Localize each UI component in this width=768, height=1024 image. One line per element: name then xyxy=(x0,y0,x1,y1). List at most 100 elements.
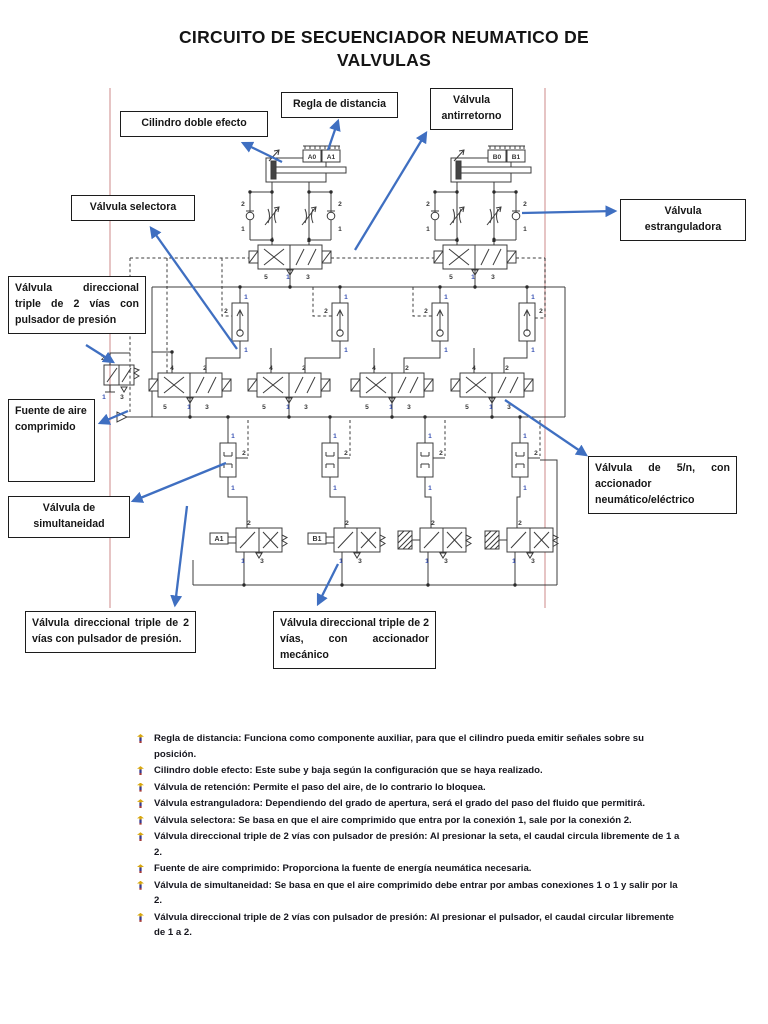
list-item: Regla de distancia: Funciona como compon… xyxy=(136,731,683,762)
bullet-icon xyxy=(137,734,144,743)
callout-arrows xyxy=(85,118,618,608)
port-label: 1 xyxy=(428,433,432,440)
arrow-to-5n xyxy=(504,399,588,457)
note-text: Válvula de simultaneidad: Se basa en que… xyxy=(154,879,678,907)
shuttle-valve xyxy=(431,302,449,342)
circuit-lines-and-valves xyxy=(227,417,540,528)
bullet-icon xyxy=(137,815,144,825)
arrow-to-cilindro xyxy=(240,141,283,164)
port-label: 1 xyxy=(333,485,337,492)
circuit-lines-shuttles xyxy=(205,287,528,373)
port-label: 4 xyxy=(472,365,476,372)
port-label: 5 xyxy=(465,404,469,411)
pilot-lines xyxy=(129,257,546,456)
port-label: 3 xyxy=(306,274,310,281)
port-label: 1 xyxy=(338,226,342,233)
callout-regla-de-distancia: Regla de distancia xyxy=(281,92,398,118)
port-label: 1 xyxy=(231,433,235,440)
port-label: 1 xyxy=(444,347,448,354)
port-label: 1 xyxy=(187,404,191,411)
ruler-label: B1 xyxy=(512,154,521,161)
arrow-to-fuente xyxy=(97,409,129,425)
port-label: 2 xyxy=(431,520,435,527)
port-label: 1 xyxy=(244,347,248,354)
list-item: Válvula de simultaneidad: Se basa en que… xyxy=(136,878,683,909)
arrow-from-direccional xyxy=(85,344,116,364)
port-label: 1 xyxy=(523,485,527,492)
signal-tag-label: B1 xyxy=(313,536,322,543)
shuttle-valve xyxy=(231,302,249,342)
port-label: 2 xyxy=(523,201,527,208)
list-item: Cilindro doble efecto: Este sube y baja … xyxy=(136,763,683,779)
valve-5-2-a xyxy=(248,244,332,276)
arrow-to-simultaneidad xyxy=(130,461,227,503)
port-label: 1 xyxy=(286,274,290,281)
valve-5-2-mid xyxy=(450,372,534,404)
port-label: 2 xyxy=(344,450,348,457)
port-label: 1 xyxy=(102,394,106,401)
port-label: 1 xyxy=(444,294,448,301)
port-label: 1 xyxy=(489,404,493,411)
arrow-to-estranguladora xyxy=(521,205,618,218)
bullet-icon xyxy=(137,912,144,922)
port-label: 2 xyxy=(534,450,538,457)
valve-5-2-mid xyxy=(148,372,232,404)
callout-valvula-selectora: Válvula selectora xyxy=(71,195,195,221)
circuit-lines-bottom xyxy=(192,459,558,586)
shuttle-valve xyxy=(331,302,349,342)
list-item: Válvula selectora: Se basa en que el air… xyxy=(136,813,683,829)
callout-valvula-estranguladora: Válvula estranguladora xyxy=(620,199,746,241)
callout-valvula-antirretorno: Válvula antirretorno xyxy=(430,88,513,130)
bullet-icon xyxy=(137,880,144,890)
callout-valvula-simultaneidad: Válvula de simultaneidad xyxy=(8,496,130,538)
port-label: 3 xyxy=(205,404,209,411)
port-label: 1 xyxy=(426,226,430,233)
port-label: 2 xyxy=(241,201,245,208)
port-label: 5 xyxy=(163,404,167,411)
mechanical-actuator-icon xyxy=(397,530,413,550)
note-text: Válvula de retención: Permite el paso de… xyxy=(154,781,486,793)
port-label: 3 xyxy=(120,394,124,401)
callout-cilindro-doble-efecto: Cilindro doble efecto xyxy=(120,111,268,137)
port-label: 1 xyxy=(523,226,527,233)
page-title-line1: CIRCUITO DE SECUENCIADOR NEUMATICO DE xyxy=(178,27,590,47)
list-item: Fuente de aire comprimido: Proporciona l… xyxy=(136,861,683,877)
valve-5-2-mid xyxy=(350,372,434,404)
port-label: 2 xyxy=(224,308,228,315)
port-label: 2 xyxy=(338,201,342,208)
port-label: 2 xyxy=(247,520,251,527)
shuttle-valve xyxy=(518,302,536,342)
port-label: 2 xyxy=(505,365,509,372)
arrow-to-selectora xyxy=(149,226,238,350)
port-label: 1 xyxy=(471,274,475,281)
port-label: 1 xyxy=(344,294,348,301)
port-label: 1 xyxy=(531,294,535,301)
port-label: 5 xyxy=(264,274,268,281)
callout-valvula-5n: Válvula de 5/n, con accionador neumático… xyxy=(588,456,737,514)
note-text: Cilindro doble efecto: Este sube y baja … xyxy=(154,765,543,777)
note-text: Válvula direccional triple de 2 vías con… xyxy=(154,831,680,858)
callout-valvula-direccional-pulsador: Válvula direccional triple de 2 vías con… xyxy=(8,276,146,334)
ruler-label: A0 xyxy=(308,154,317,161)
port-label: 3 xyxy=(358,558,362,565)
port-label: 1 xyxy=(241,558,245,565)
port-label: 5 xyxy=(365,404,369,411)
port-label: 2 xyxy=(302,365,306,372)
circuit-lines-buses xyxy=(130,269,566,418)
bullet-icon xyxy=(137,832,144,842)
circuit-lines-cylinder-a xyxy=(249,182,332,245)
port-label: 2 xyxy=(203,365,207,372)
port-label: 5 xyxy=(262,404,266,411)
arrow-to-mecanico xyxy=(316,563,340,607)
callout-valvula-direccional-pulsador-2: Válvula direccional triple de 2 vías con… xyxy=(25,611,196,653)
check-valve-icon xyxy=(511,210,521,221)
note-text: Regla de distancia: Funciona como compon… xyxy=(154,733,644,760)
list-item: Válvula direccional triple de 2 vías con… xyxy=(136,829,683,860)
valve-5-2-b xyxy=(433,244,517,276)
signal-tag-a1-box xyxy=(209,532,229,545)
list-item: Válvula direccional triple de 2 vías con… xyxy=(136,910,683,941)
port-label: 5 xyxy=(449,274,453,281)
note-text: Fuente de aire comprimido: Proporciona l… xyxy=(154,863,532,875)
notes-list: Regla de distancia: Funciona como compon… xyxy=(136,731,683,942)
